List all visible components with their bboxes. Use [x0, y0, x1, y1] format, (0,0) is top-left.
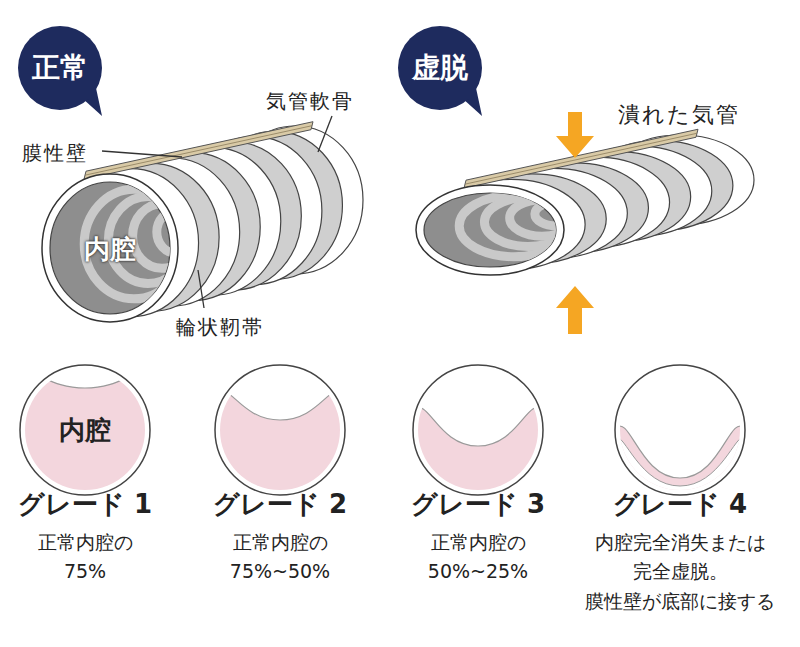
lumen-label: 内腔 — [59, 413, 111, 448]
part-label: 膜性壁 — [22, 138, 112, 169]
press-arrow — [556, 286, 594, 334]
membrane-band — [84, 122, 313, 179]
part-label: 輪状靭帯 — [176, 312, 296, 343]
normal-trachea — [42, 122, 363, 322]
bubble-circle — [18, 26, 102, 110]
lumen-stripe — [535, 202, 577, 226]
grade-note: 正常内腔の 50%~25% — [408, 528, 548, 587]
lumen-stripe — [133, 204, 192, 269]
section-circle: 内腔 — [20, 365, 150, 495]
lumen-label: 内腔 — [60, 229, 160, 269]
leader-line — [198, 270, 204, 308]
part-label: 潰れた気管 — [618, 98, 778, 132]
grade-circles — [21, 365, 745, 500]
lumen-area — [216, 391, 344, 500]
grade-heading: グレード 1 — [0, 484, 175, 524]
membrane-line — [85, 126, 312, 175]
title-bubble: 正常 — [18, 26, 102, 110]
press-arrow — [556, 112, 594, 158]
grade-heading: グレード 3 — [388, 484, 568, 524]
bubble-title: 正常 — [32, 49, 88, 87]
trachea-section — [215, 365, 345, 495]
lumen-stripe — [157, 211, 195, 253]
grade-heading: グレード 2 — [190, 484, 370, 524]
lumen-area — [616, 426, 744, 500]
grade-note: 正常内腔の 75% — [20, 528, 150, 587]
lumen-area — [21, 374, 149, 500]
collapsed-trachea — [416, 129, 754, 275]
lumen-area — [414, 408, 542, 500]
bubble-title: 虚脱 — [412, 49, 468, 87]
trachea-section — [615, 365, 745, 495]
trachea-section — [20, 365, 150, 495]
title-bubble: 虚脱 — [398, 26, 482, 110]
leader-line — [318, 116, 332, 152]
grade-note: 内腔完全消失または 完全虚脱。 膜性壁が底部に接する — [572, 528, 788, 616]
trachea-section — [413, 365, 543, 495]
bubble-circle — [398, 26, 482, 110]
leader-line — [102, 151, 182, 157]
grade-heading: グレード 4 — [590, 484, 770, 524]
part-label: 気管軟骨 — [266, 86, 396, 117]
grade-note: 正常内腔の 75%~50% — [210, 528, 350, 587]
